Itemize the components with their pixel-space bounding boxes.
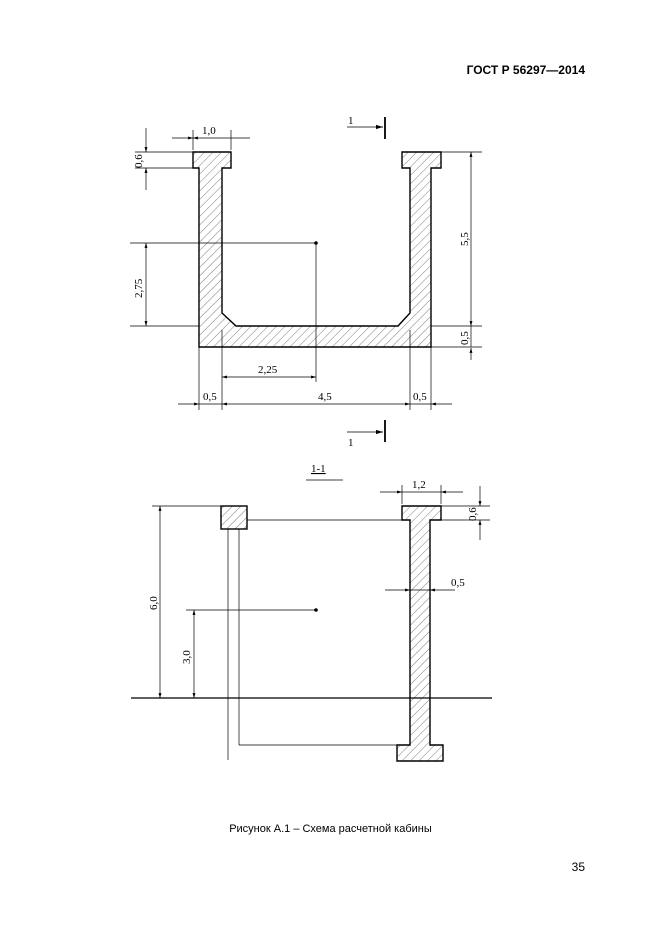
section-right-wall [396,505,444,762]
plan-dim-left-wall: 0,5 [203,391,217,403]
section-dim-wall: 0,5 [451,577,465,589]
plan-dim-top-width: 1,0 [202,125,216,137]
plan-dim-right-wall: 0,5 [413,391,427,403]
plan-view: 1 1,0 0,6 5,5 0,5 2,75 2,25 [130,115,482,449]
section-title: 1-1 [311,463,326,475]
plan-dim-height: 5,5 [459,232,471,246]
section-mark-top: 1 [348,115,354,127]
section-mark-bottom: 1 [348,437,354,449]
plan-dim-top-height: 0,6 [133,154,145,168]
section-view: 1-1 1,2 0,6 0,5 6,0 [131,463,492,762]
section-center-point [314,608,318,612]
page-header-standard: ГОСТ Р 56297—2014 [466,63,585,77]
figure-caption: Рисунок А.1 – Схема расчетной кабины [229,823,432,835]
section-dim-top-width: 1,2 [412,479,426,491]
section-dim-center-height: 3,0 [181,650,193,664]
plan-dim-inner-width: 4,5 [318,391,332,403]
plan-dim-bottom: 0,5 [459,331,471,345]
page-number: 35 [571,860,585,874]
plan-dim-center-width: 2,25 [258,364,278,376]
section-left-block [220,505,248,530]
plan-wall-outline [192,151,442,348]
section-dim-total-height: 6,0 [148,596,160,610]
section-dim-top-height: 0,6 [467,507,479,521]
plan-dim-center-height: 2,75 [133,278,145,298]
